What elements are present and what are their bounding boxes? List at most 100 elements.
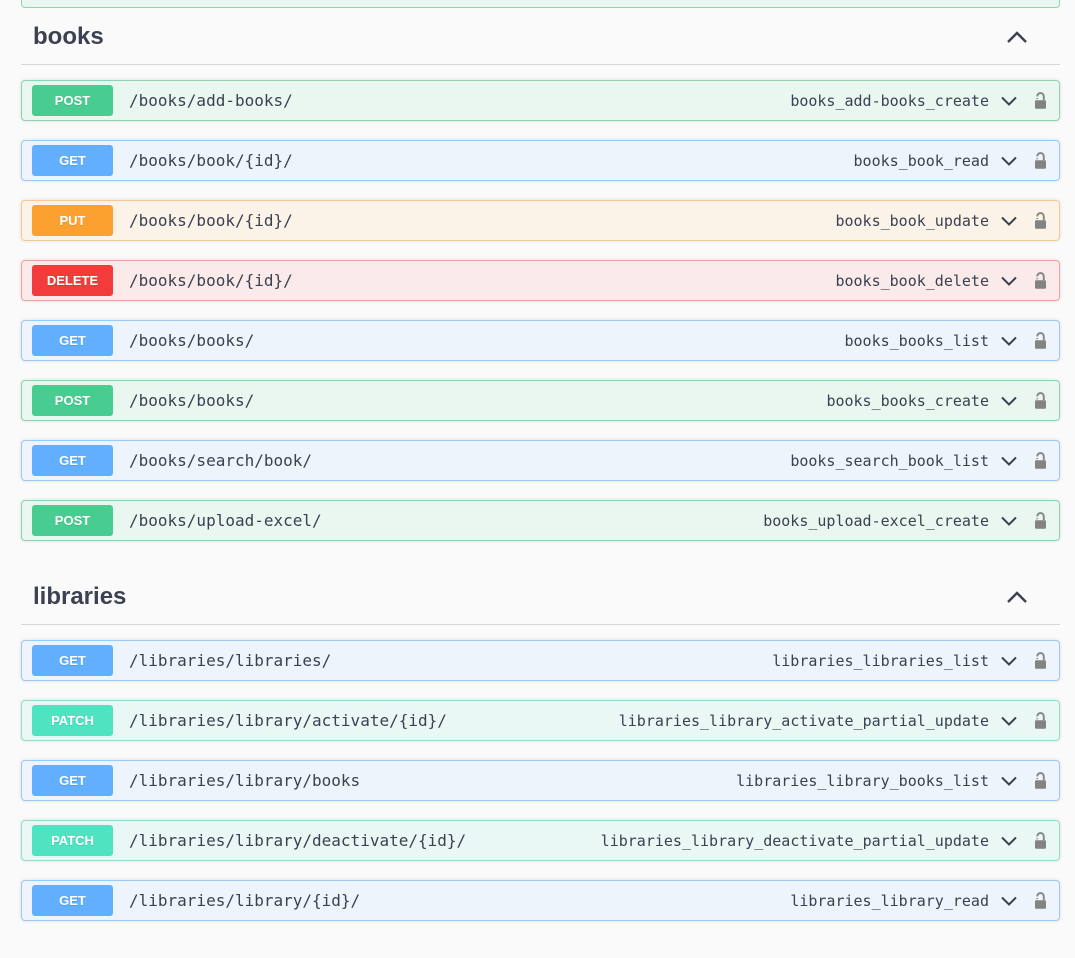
- method-badge: GET: [32, 445, 113, 476]
- authorize-button[interactable]: [1032, 711, 1049, 731]
- tag-section-books: books POST /books/add-books/ books_add-b…: [21, 0, 1060, 541]
- unlocked-padlock-icon: [1032, 391, 1049, 411]
- unlocked-padlock-icon: [1032, 211, 1049, 231]
- authorize-button[interactable]: [1032, 331, 1049, 351]
- operation-row[interactable]: GET /libraries/library/{id}/ libraries_l…: [21, 880, 1060, 921]
- authorize-button[interactable]: [1032, 891, 1049, 911]
- chevron-down-icon[interactable]: [999, 391, 1019, 411]
- operation-row[interactable]: POST /books/books/ books_books_create: [21, 380, 1060, 421]
- authorize-button[interactable]: [1032, 451, 1049, 471]
- operation-row[interactable]: GET /libraries/library/books libraries_l…: [21, 760, 1060, 801]
- operation-path: /books/book/{id}/: [129, 271, 293, 290]
- operation-row[interactable]: GET /books/books/ books_books_list: [21, 320, 1060, 361]
- operation-row-right: libraries_library_books_list: [736, 771, 1049, 791]
- chevron-down-icon[interactable]: [999, 651, 1019, 671]
- operation-row[interactable]: POST /books/upload-excel/ books_upload-e…: [21, 500, 1060, 541]
- unlocked-padlock-icon: [1032, 331, 1049, 351]
- operation-row-right: books_book_update: [835, 211, 1049, 231]
- method-badge: GET: [32, 145, 113, 176]
- chevron-down-icon[interactable]: [999, 91, 1019, 111]
- operation-path: /books/upload-excel/: [129, 511, 322, 530]
- operation-path: /libraries/library/{id}/: [129, 891, 360, 910]
- method-badge: GET: [32, 645, 113, 676]
- operation-id: books_add-books_create: [790, 92, 989, 110]
- method-badge: POST: [32, 385, 113, 416]
- tag-section-header[interactable]: books: [21, 9, 1060, 65]
- tag-section-operations: POST /books/add-books/ books_add-books_c…: [21, 65, 1060, 541]
- operation-row[interactable]: POST /books/add-books/ books_add-books_c…: [21, 80, 1060, 121]
- operation-row-right: libraries_library_read: [790, 891, 1049, 911]
- operation-id: libraries_library_activate_partial_updat…: [619, 712, 989, 730]
- method-badge: PUT: [32, 205, 113, 236]
- authorize-button[interactable]: [1032, 831, 1049, 851]
- chevron-down-icon[interactable]: [999, 451, 1019, 471]
- operation-path: /books/search/book/: [129, 451, 312, 470]
- operation-row-right: books_add-books_create: [790, 91, 1049, 111]
- chevron-down-icon[interactable]: [999, 711, 1019, 731]
- operation-id: books_books_list: [845, 332, 990, 350]
- operation-id: libraries_library_books_list: [736, 772, 989, 790]
- chevron-down-icon[interactable]: [999, 511, 1019, 531]
- operation-path: /libraries/library/books: [129, 771, 360, 790]
- chevron-up-icon[interactable]: [1006, 590, 1028, 604]
- operation-path: /books/book/{id}/: [129, 211, 293, 230]
- operation-id: books_search_book_list: [790, 452, 989, 470]
- operation-row-right: books_search_book_list: [790, 451, 1049, 471]
- method-badge: POST: [32, 85, 113, 116]
- authorize-button[interactable]: [1032, 771, 1049, 791]
- operation-path: /libraries/library/deactivate/{id}/: [129, 831, 466, 850]
- operation-path: /libraries/library/activate/{id}/: [129, 711, 447, 730]
- method-badge: GET: [32, 765, 113, 796]
- operation-row-right: libraries_library_activate_partial_updat…: [619, 711, 1049, 731]
- method-badge: DELETE: [32, 265, 113, 296]
- method-badge: GET: [32, 885, 113, 916]
- operation-path: /books/books/: [129, 391, 254, 410]
- operation-id: books_book_update: [835, 212, 989, 230]
- chevron-down-icon[interactable]: [999, 771, 1019, 791]
- operation-row[interactable]: GET /books/book/{id}/ books_book_read: [21, 140, 1060, 181]
- operation-row[interactable]: PATCH /libraries/library/deactivate/{id}…: [21, 820, 1060, 861]
- chevron-down-icon[interactable]: [999, 331, 1019, 351]
- operation-row-right: books_books_list: [845, 331, 1050, 351]
- unlocked-padlock-icon: [1032, 831, 1049, 851]
- operation-row[interactable]: PATCH /libraries/library/activate/{id}/ …: [21, 700, 1060, 741]
- operation-path: /books/book/{id}/: [129, 151, 293, 170]
- unlocked-padlock-icon: [1032, 511, 1049, 531]
- authorize-button[interactable]: [1032, 391, 1049, 411]
- operation-path: /libraries/libraries/: [129, 651, 331, 670]
- operation-row-right: libraries_library_deactivate_partial_upd…: [601, 831, 1049, 851]
- operation-row[interactable]: PUT /books/book/{id}/ books_book_update: [21, 200, 1060, 241]
- unlocked-padlock-icon: [1032, 451, 1049, 471]
- operation-id: books_book_delete: [835, 272, 989, 290]
- operation-row-right: books_upload-excel_create: [763, 511, 1049, 531]
- tag-section-header[interactable]: libraries: [21, 569, 1060, 625]
- authorize-button[interactable]: [1032, 91, 1049, 111]
- tag-section-title: books: [33, 23, 104, 51]
- chevron-down-icon[interactable]: [999, 891, 1019, 911]
- authorize-button[interactable]: [1032, 211, 1049, 231]
- operation-row[interactable]: DELETE /books/book/{id}/ books_book_dele…: [21, 260, 1060, 301]
- unlocked-padlock-icon: [1032, 891, 1049, 911]
- operation-path: /books/add-books/: [129, 91, 293, 110]
- unlocked-padlock-icon: [1032, 271, 1049, 291]
- method-badge: PATCH: [32, 705, 113, 736]
- operation-row-right: books_book_delete: [835, 271, 1049, 291]
- chevron-down-icon[interactable]: [999, 151, 1019, 171]
- authorize-button[interactable]: [1032, 511, 1049, 531]
- chevron-up-icon[interactable]: [1006, 30, 1028, 44]
- chevron-down-icon[interactable]: [999, 271, 1019, 291]
- operation-row-right: libraries_libraries_list: [772, 651, 1049, 671]
- tag-section-title: libraries: [33, 583, 126, 611]
- method-badge: GET: [32, 325, 113, 356]
- chevron-down-icon[interactable]: [999, 831, 1019, 851]
- authorize-button[interactable]: [1032, 151, 1049, 171]
- authorize-button[interactable]: [1032, 651, 1049, 671]
- authorize-button[interactable]: [1032, 271, 1049, 291]
- operation-row[interactable]: GET /books/search/book/ books_search_boo…: [21, 440, 1060, 481]
- chevron-down-icon[interactable]: [999, 211, 1019, 231]
- operation-id: books_upload-excel_create: [763, 512, 989, 530]
- method-badge: PATCH: [32, 825, 113, 856]
- operation-id: libraries_library_read: [790, 892, 989, 910]
- operation-row[interactable]: GET /libraries/libraries/ libraries_libr…: [21, 640, 1060, 681]
- operation-path: /books/books/: [129, 331, 254, 350]
